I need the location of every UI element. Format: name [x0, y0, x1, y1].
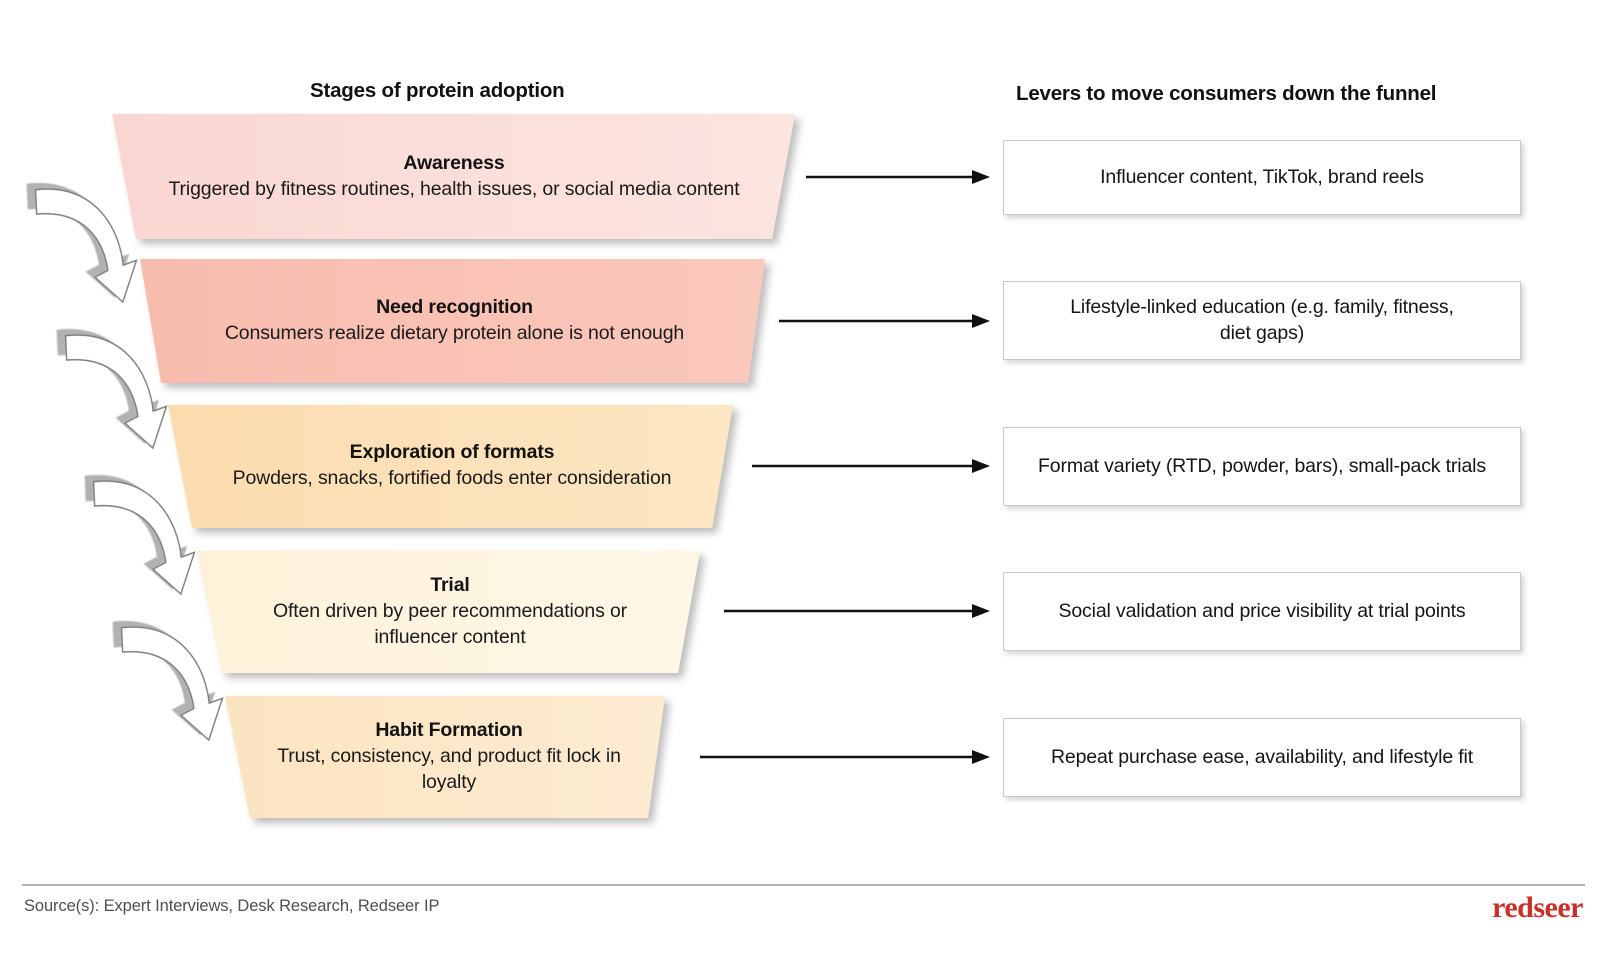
funnel-stage-title: Need recognition	[376, 296, 533, 319]
connector-arrow-5	[700, 750, 990, 764]
funnel-stage-need-recognition[interactable]: Need recognition Consumers realize dieta…	[161, 262, 748, 380]
funnel-stage-description: Triggered by fitness routines, health is…	[168, 178, 740, 201]
funnel-stage-awareness[interactable]: Awareness Triggered by fitness routines,…	[136, 118, 772, 236]
column-header-levers: Levers to move consumers down the funnel	[1016, 82, 1437, 105]
footer-divider	[22, 884, 1585, 886]
funnel-stage-description: Consumers realize dietary protein alone …	[224, 322, 685, 345]
lever-box-trial[interactable]: Social validation and price visibility a…	[1003, 572, 1521, 651]
funnel-stage-title: Habit Formation	[375, 719, 523, 742]
column-header-stages: Stages of protein adoption	[310, 79, 565, 102]
funnel-stage-title: Exploration of formats	[349, 441, 555, 464]
connector-arrow-2	[779, 314, 990, 328]
source-note: Source(s): Expert Interviews, Desk Resea…	[24, 897, 440, 915]
funnel-stage-description: Trust, consistency, and product fit lock…	[277, 745, 621, 793]
redseer-logo: redseer	[1492, 891, 1583, 924]
connector-arrow-group	[700, 170, 990, 764]
lever-box-need-recognition[interactable]: Lifestyle-linked education (e.g. family,…	[1003, 281, 1521, 360]
lever-box-awareness[interactable]: Influencer content, TikTok, brand reels	[1003, 140, 1521, 215]
lever-text: Lifestyle-linked education (e.g. family,…	[1070, 295, 1454, 344]
funnel-stage-habit-formation[interactable]: Habit Formation Trust, consistency, and …	[250, 699, 648, 815]
curved-down-arrow-icon-1	[34, 188, 138, 304]
lever-text: Format variety (RTD, powder, bars), smal…	[1038, 454, 1486, 477]
funnel-stage-exploration-of-formats[interactable]: Exploration of formats Powders, snacks, …	[192, 408, 712, 524]
connector-arrow-4	[724, 604, 990, 618]
funnel-stage-trial[interactable]: Trial Often driven by peer recommendatio…	[222, 554, 678, 670]
funnel-stage-title: Awareness	[403, 152, 505, 175]
lever-box-habit-formation[interactable]: Repeat purchase ease, availability, and …	[1003, 718, 1521, 797]
curved-down-arrow-icon-3	[92, 480, 196, 596]
curved-down-arrow-icon-2	[64, 334, 168, 450]
connector-arrow-3	[752, 459, 990, 473]
funnel-stage-description: Often driven by peer recommendations or …	[273, 600, 627, 648]
connector-arrow-1	[806, 170, 990, 184]
lever-text: Social validation and price visibility a…	[1058, 599, 1466, 622]
curved-down-arrow-icon-4	[120, 626, 224, 742]
funnel-stage-title: Trial	[430, 574, 470, 597]
lever-text: Influencer content, TikTok, brand reels	[1100, 165, 1424, 188]
funnel-stage-description: Powders, snacks, fortified foods enter c…	[232, 467, 672, 490]
lever-box-exploration-of-formats[interactable]: Format variety (RTD, powder, bars), smal…	[1003, 427, 1521, 506]
lever-text: Repeat purchase ease, availability, and …	[1050, 745, 1473, 768]
